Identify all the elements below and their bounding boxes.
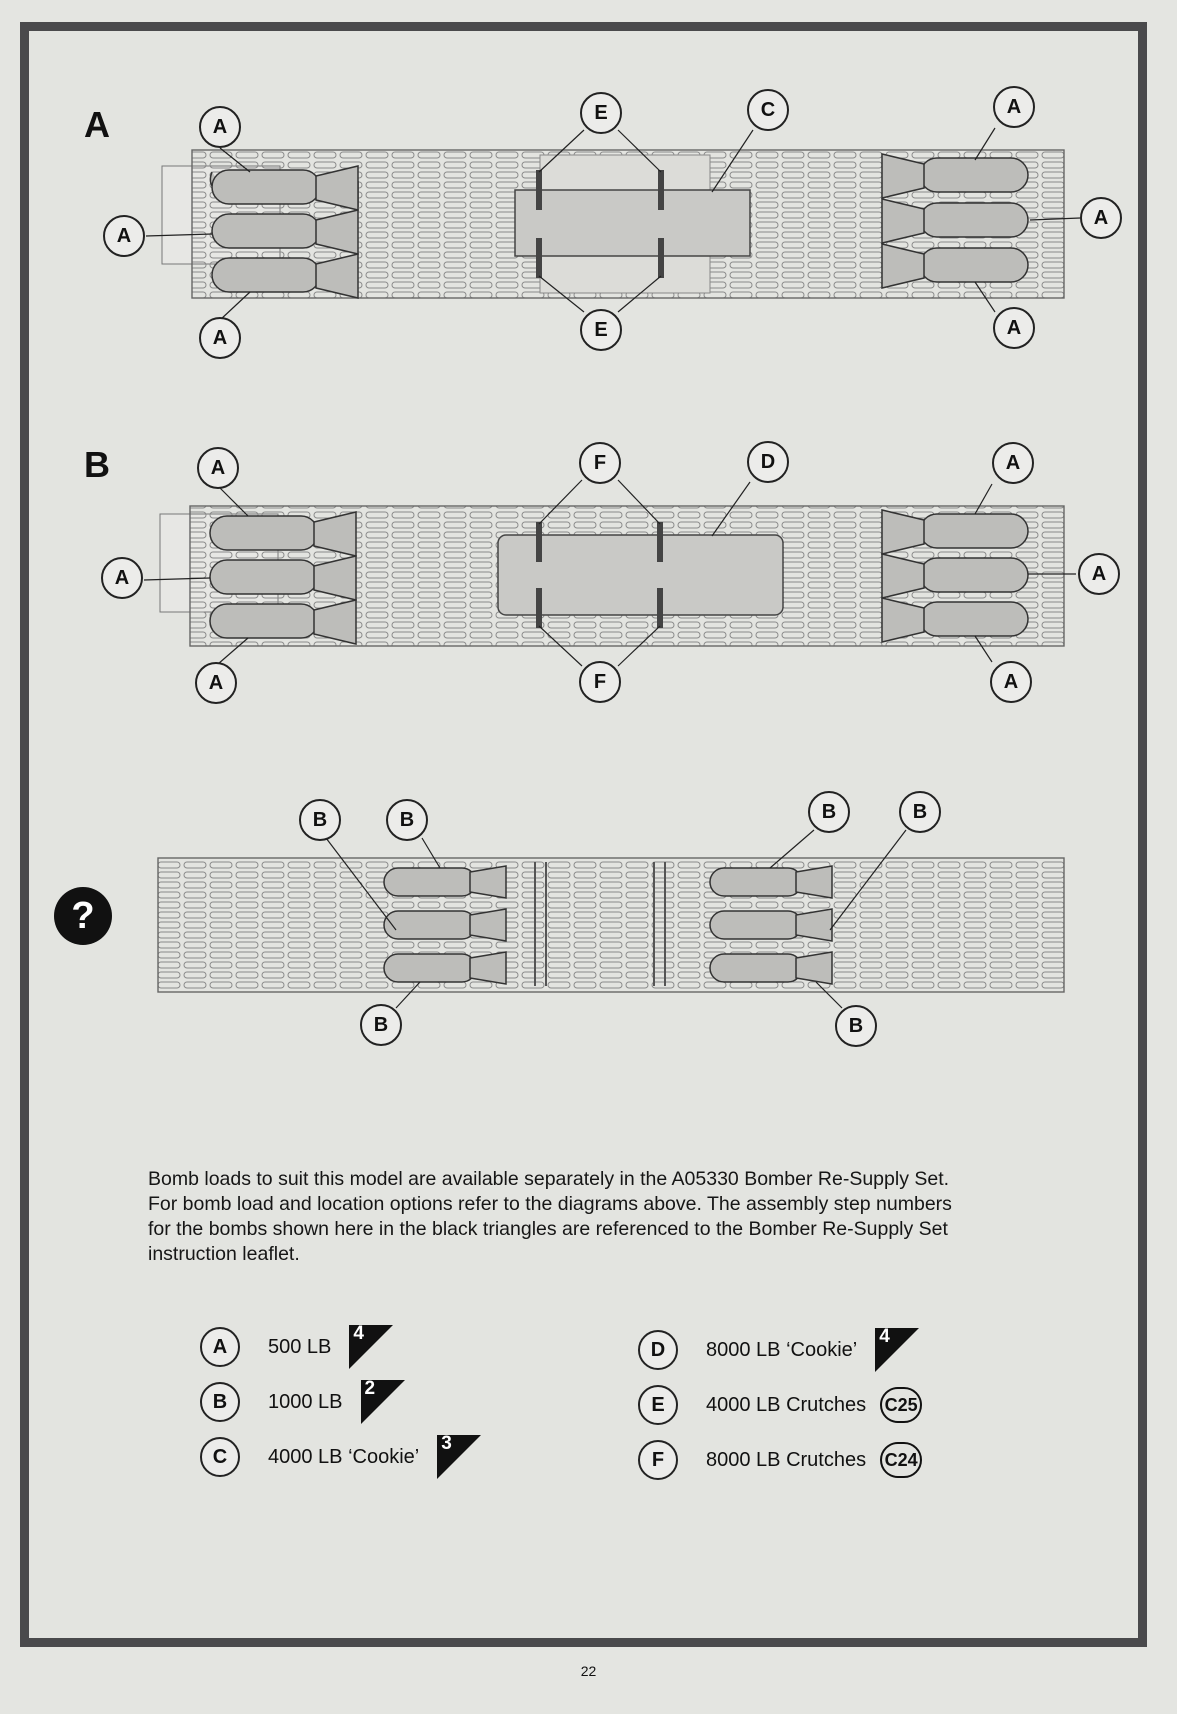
paragraph-line: for the bombs shown here in the black tr… [148, 1218, 948, 1240]
paragraph-line: For bomb load and location options refer… [148, 1193, 952, 1215]
callout-a: A [103, 215, 145, 257]
callout-a: A [199, 317, 241, 359]
bomb-bay-alternative [157, 857, 1065, 993]
legend-label: 1000 LB [268, 1390, 343, 1413]
callout-a: A [1080, 197, 1122, 239]
callout-a: A [992, 442, 1034, 484]
step-triangle-icon: 3 [433, 1433, 482, 1479]
legend-row-f: F 8000 LB Crutches C24 [638, 1440, 923, 1480]
step-number: 3 [441, 1433, 452, 1454]
callout-e: E [580, 92, 622, 134]
step-triangle-icon: 4 [345, 1323, 394, 1369]
callout-b: B [360, 1004, 402, 1046]
section-b-label: B [84, 444, 110, 485]
legend-letter-badge: E [638, 1385, 678, 1425]
callout-b: B [808, 791, 850, 833]
svg-text:?: ? [71, 895, 94, 937]
callout-a: A [195, 662, 237, 704]
legend-label: 8000 LB Crutches [706, 1448, 867, 1471]
legend-letter-badge: C [200, 1437, 240, 1477]
step-number: 4 [879, 1326, 890, 1347]
leader-lines [143, 127, 1081, 1009]
callout-b: B [299, 799, 341, 841]
legend-label: 500 LB [268, 1335, 332, 1358]
question-mark-icon: ? [54, 887, 112, 945]
step-triangle-icon: 2 [357, 1378, 405, 1424]
callout-f: F [579, 661, 621, 703]
legend-label: 4000 LB ‘Cookie’ [268, 1445, 420, 1468]
legend-letter-badge: B [200, 1382, 240, 1422]
section-a-label: A [84, 104, 110, 145]
callout-a: A [990, 661, 1032, 703]
bomb-bay-a [161, 149, 1065, 299]
legend-letter-badge: A [200, 1327, 240, 1367]
callout-e: E [580, 309, 622, 351]
callout-a: A [1078, 553, 1120, 595]
step-number: 2 [364, 1378, 376, 1399]
callout-b: B [899, 791, 941, 833]
callout-c: C [747, 89, 789, 131]
step-triangle-icon: 4 [871, 1326, 920, 1372]
legend-row-d: D 8000 LB ‘Cookie’ 4 [638, 1326, 920, 1372]
page-number: 22 [580, 1663, 597, 1679]
legend-row-e: E 4000 LB Crutches C25 [638, 1385, 923, 1425]
legend-label: 4000 LB Crutches [706, 1393, 867, 1416]
callout-a: A [101, 557, 143, 599]
step-number: 4 [353, 1323, 364, 1344]
legend-row-c: C 4000 LB ‘Cookie’ 3 [200, 1433, 482, 1479]
paragraph-line: instruction leaflet. [148, 1243, 300, 1265]
callout-a: A [993, 86, 1035, 128]
legend-letter-badge: D [638, 1330, 678, 1370]
callout-f: F [579, 442, 621, 484]
bomb-bay-diagrams [143, 127, 1081, 1009]
callout-b: B [386, 799, 428, 841]
callout-a: A [197, 447, 239, 489]
callout-a: A [199, 106, 241, 148]
callout-d: D [747, 441, 789, 483]
callout-b: B [835, 1005, 877, 1047]
legend-letter-badge: F [638, 1440, 678, 1480]
callout-a: A [993, 307, 1035, 349]
bomb-bay-b [159, 505, 1065, 647]
part-reference-badge: C25 [880, 1387, 923, 1423]
legend-row-a: A 500 LB 4 [200, 1323, 394, 1369]
paragraph-line: Bomb loads to suit this model are availa… [148, 1168, 950, 1190]
part-reference-badge: C24 [880, 1442, 923, 1478]
instructions-paragraph: Bomb loads to suit this model are availa… [148, 1167, 1088, 1267]
legend-row-b: B 1000 LB 2 [200, 1378, 405, 1424]
legend-label: 8000 LB ‘Cookie’ [706, 1338, 858, 1361]
